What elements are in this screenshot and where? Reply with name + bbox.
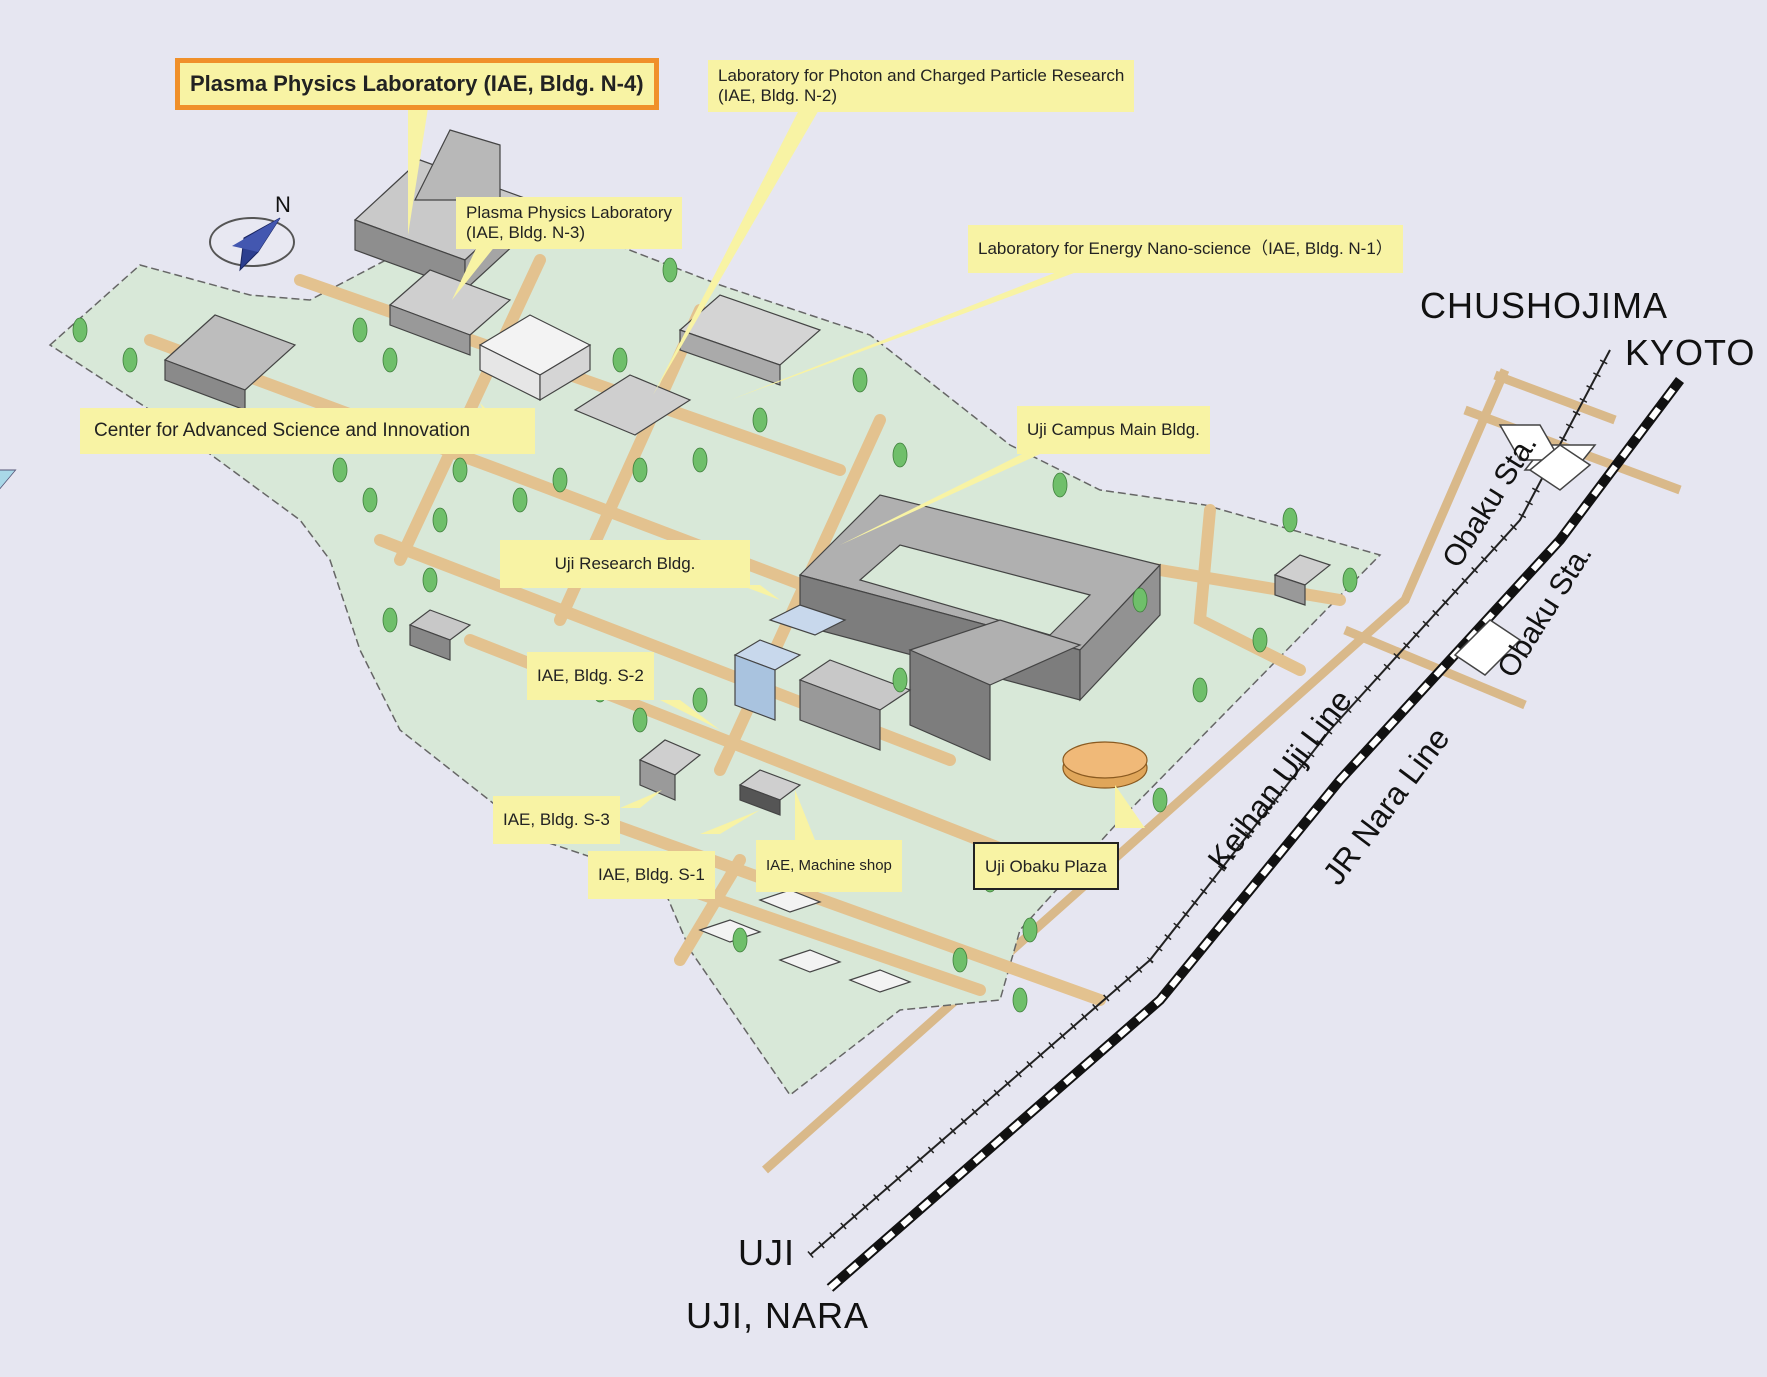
label-iae-bldg-s2[interactable]: IAE, Bldg. S-2 [527, 652, 654, 700]
pools [0, 469, 17, 491]
compass-north-letter: N [275, 192, 292, 217]
place-chushojima: CHUSHOJIMA [1420, 285, 1669, 326]
label-energy-nano-science-n1[interactable]: Laboratory for Energy Nano-science（IAE, … [968, 225, 1403, 273]
label-uji-obaku-plaza[interactable]: Uji Obaku Plaza [973, 842, 1119, 890]
label-n2-line2: (IAE, Bldg. N-2) [718, 86, 838, 105]
cross-road-middle [1343, 625, 1527, 710]
cross-road-left [1493, 370, 1617, 425]
label-n3-line2: (IAE, Bldg. N-3) [466, 223, 586, 242]
label-plasma-physics-n3[interactable]: Plasma Physics Laboratory (IAE, Bldg. N-… [456, 197, 682, 249]
place-uji: UJI [738, 1232, 795, 1273]
jr-nara-line [826, 377, 1684, 1292]
place-uji-nara: UJI, NARA [686, 1295, 870, 1336]
label-center-advanced-science[interactable]: Center for Advanced Science and Innovati… [80, 408, 535, 454]
label-photon-charged-particle-n2[interactable]: Laboratory for Photon and Charged Partic… [708, 60, 1135, 112]
label-iae-machine-shop[interactable]: IAE, Machine shop [756, 840, 902, 892]
label-uji-campus-main-bldg[interactable]: Uji Campus Main Bldg. [1017, 406, 1210, 454]
label-n3-line1: Plasma Physics Laboratory [466, 203, 672, 222]
place-kyoto: KYOTO [1625, 332, 1756, 373]
label-iae-bldg-s3[interactable]: IAE, Bldg. S-3 [493, 796, 620, 844]
stations [1453, 424, 1597, 676]
label-iae-bldg-s1[interactable]: IAE, Bldg. S-1 [588, 851, 715, 899]
label-n2-line1: Laboratory for Photon and Charged Partic… [718, 66, 1125, 85]
compass-icon [209, 217, 295, 272]
label-plasma-physics-n4[interactable]: Plasma Physics Laboratory (IAE, Bldg. N-… [175, 58, 659, 110]
label-uji-research-bldg[interactable]: Uji Research Bldg. [500, 540, 750, 588]
